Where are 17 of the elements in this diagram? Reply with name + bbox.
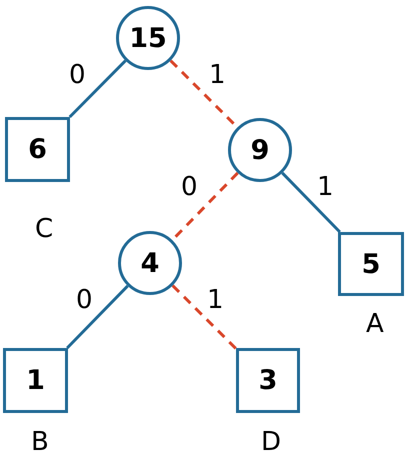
node-letter: B bbox=[31, 429, 49, 455]
node-value: 9 bbox=[250, 134, 270, 166]
tree-node-circle bbox=[228, 118, 292, 182]
node-value: 3 bbox=[258, 365, 278, 396]
dashed-edge bbox=[172, 284, 238, 350]
tree-edge bbox=[281, 172, 341, 234]
node-value: 5 bbox=[362, 248, 380, 280]
tree-edge bbox=[68, 60, 127, 118]
node-letter: A bbox=[366, 311, 384, 337]
tree-node-circle bbox=[116, 6, 180, 70]
node-value: 4 bbox=[140, 248, 160, 278]
node-letter: D bbox=[261, 429, 282, 455]
node-value: 6 bbox=[28, 134, 47, 165]
node-value: 15 bbox=[129, 22, 167, 54]
node-letter: C bbox=[35, 216, 54, 242]
tree-node-circle bbox=[118, 231, 182, 295]
node-value: 1 bbox=[26, 365, 45, 396]
